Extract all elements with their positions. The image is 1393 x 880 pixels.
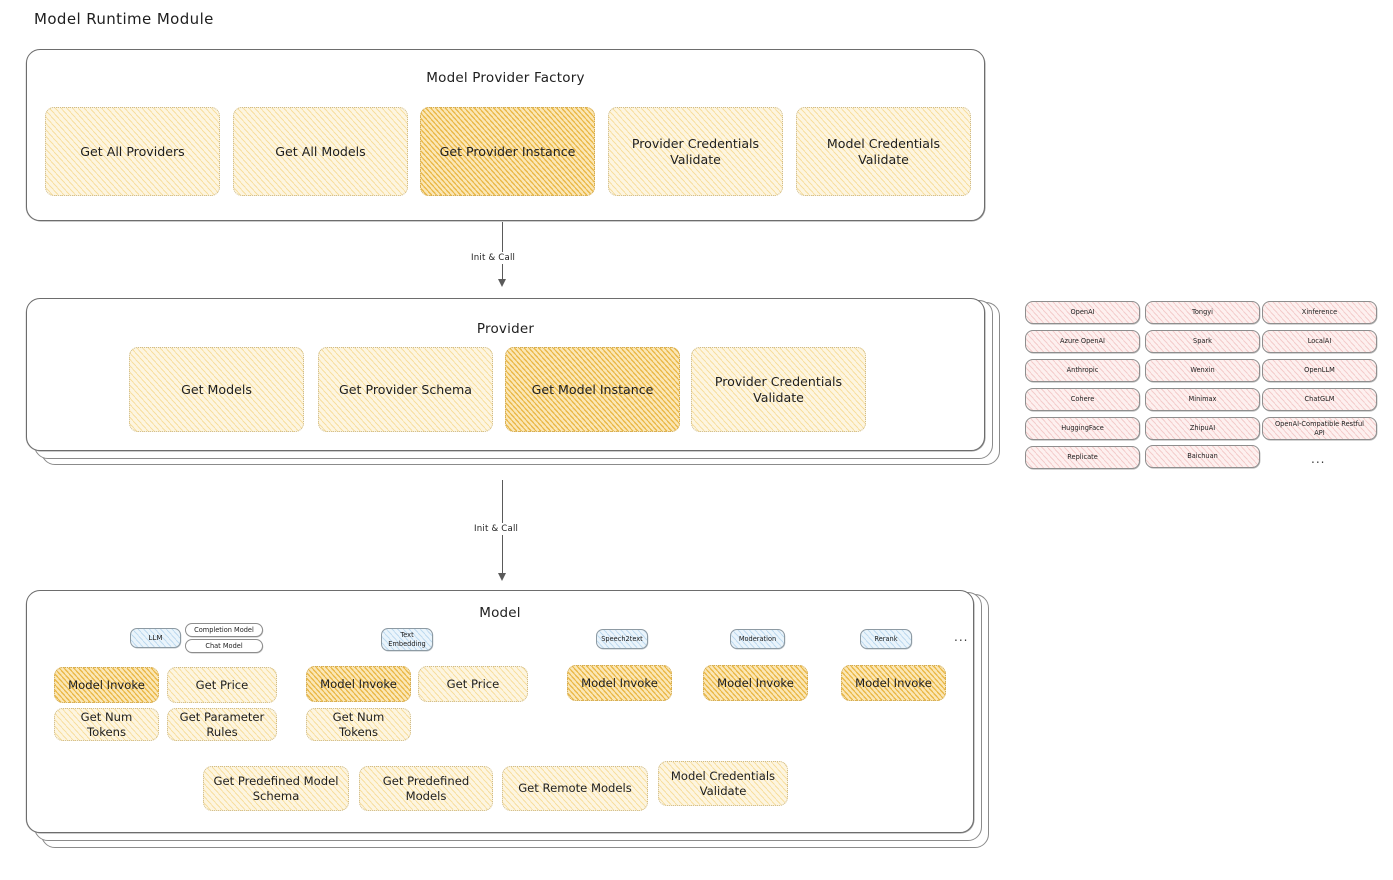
model-tag-llm[interactable]: LLM [130,628,181,648]
model-title: Model [479,605,521,621]
arrow-factory-to-provider-head [498,279,506,287]
model-tag-moderation[interactable]: Moderation [730,629,785,649]
arrow-factory-to-provider-label: Init & Call [468,252,519,264]
model-card-moderation-model-invoke[interactable]: Model Invoke [703,665,808,701]
provider-card-get-model-instance[interactable]: Get Model Instance [505,347,680,432]
provider-chip-azure-openai[interactable]: Azure OpenAI [1025,330,1140,353]
model-provider-factory-panel: Model Provider Factory Get All Providers… [26,49,985,221]
provider-list-ellipsis: ... [1311,452,1326,466]
model-provider-factory-title: Model Provider Factory [426,70,585,86]
provider-chip-anthropic[interactable]: Anthropic [1025,359,1140,382]
provider-chip-tongyi[interactable]: Tongyi [1145,301,1260,324]
provider-title: Provider [476,321,535,337]
factory-card-model-credentials-validate[interactable]: Model Credentials Validate [796,107,971,196]
provider-chip-replicate[interactable]: Replicate [1025,446,1140,469]
factory-card-provider-credentials-validate[interactable]: Provider Credentials Validate [608,107,783,196]
arrow-provider-to-model-label: Init & Call [471,523,522,535]
model-card-model-credentials-validate[interactable]: Model Credentials Validate [658,761,788,806]
provider-chip-minimax[interactable]: Minimax [1145,388,1260,411]
provider-card-get-provider-schema[interactable]: Get Provider Schema [318,347,493,432]
provider-chip-openllm[interactable]: OpenLLM [1262,359,1377,382]
arrow-provider-to-model-head [498,573,506,581]
model-card-text-embedding-get-price[interactable]: Get Price [418,666,528,702]
model-tag-rerank[interactable]: Rerank [860,629,912,649]
model-card-llm-get-price[interactable]: Get Price [167,667,277,703]
model-card-text-embedding-model-invoke[interactable]: Model Invoke [306,666,411,702]
model-tag-text-embedding[interactable]: Text Embedding [381,628,433,651]
provider-chip-xinference[interactable]: Xinference [1262,301,1377,324]
model-card-speech2text-model-invoke[interactable]: Model Invoke [567,665,672,701]
model-card-get-remote-models[interactable]: Get Remote Models [502,766,648,811]
provider-chip-openai-compatible-restful-api[interactable]: OpenAI-Compatible Restful API [1262,417,1377,440]
model-subtag-completion-model[interactable]: Completion Model [185,623,263,637]
provider-panel: Provider Get Models Get Provider Schema … [26,298,985,451]
provider-card-provider-credentials-validate[interactable]: Provider Credentials Validate [691,347,866,432]
provider-chip-wenxin[interactable]: Wenxin [1145,359,1260,382]
provider-chip-huggingface[interactable]: HuggingFace [1025,417,1140,440]
model-card-llm-get-num-tokens[interactable]: Get Num Tokens [54,708,159,741]
model-card-get-predefined-models[interactable]: Get Predefined Models [359,766,493,811]
page-title: Model Runtime Module [34,10,214,28]
model-card-text-embedding-get-num-tokens[interactable]: Get Num Tokens [306,708,411,741]
provider-chip-baichuan[interactable]: Baichuan [1145,445,1260,468]
provider-chip-cohere[interactable]: Cohere [1025,388,1140,411]
model-subtag-chat-model[interactable]: Chat Model [185,639,263,653]
provider-chip-chatglm[interactable]: ChatGLM [1262,388,1377,411]
model-card-rerank-model-invoke[interactable]: Model Invoke [841,665,946,701]
model-card-llm-model-invoke[interactable]: Model Invoke [54,667,159,703]
model-card-llm-get-parameter-rules[interactable]: Get Parameter Rules [167,708,277,741]
provider-card-get-models[interactable]: Get Models [129,347,304,432]
model-groups-ellipsis: ... [954,630,969,644]
factory-card-get-all-models[interactable]: Get All Models [233,107,408,196]
factory-card-get-all-providers[interactable]: Get All Providers [45,107,220,196]
provider-chip-zhipuai[interactable]: ZhipuAI [1145,417,1260,440]
model-tag-speech2text[interactable]: Speech2text [596,629,648,649]
factory-card-get-provider-instance[interactable]: Get Provider Instance [420,107,595,196]
provider-chip-localai[interactable]: LocalAI [1262,330,1377,353]
provider-chip-spark[interactable]: Spark [1145,330,1260,353]
model-card-get-predefined-model-schema[interactable]: Get Predefined Model Schema [203,766,349,811]
provider-chip-openai[interactable]: OpenAI [1025,301,1140,324]
model-panel: Model LLM Completion Model Chat Model Mo… [26,590,974,833]
